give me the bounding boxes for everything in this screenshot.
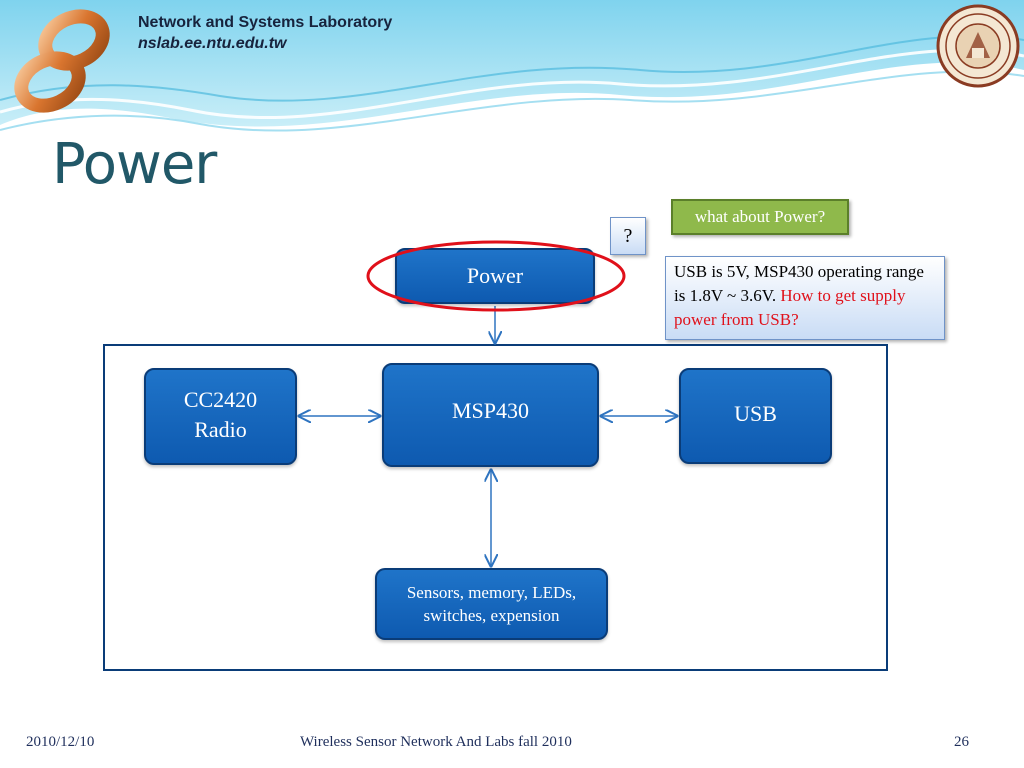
usb-note-question: How to get supply power from USB?: [674, 286, 906, 329]
power-highlight-ellipse: [366, 240, 626, 312]
msp430-block: MSP430: [382, 363, 599, 467]
cc2420-radio-block: CC2420 Radio: [144, 368, 297, 465]
nslab-infinity-logo-icon: [14, 9, 110, 113]
footer-page-number: 26: [954, 734, 969, 750]
system-board-frame: [103, 344, 888, 671]
footer-course-title: Wireless Sensor Network And Labs fall 20…: [300, 734, 572, 750]
lab-name: Network and Systems Laboratory: [138, 14, 393, 31]
usb-block-label: USB: [734, 401, 777, 426]
slide-title: Power: [52, 132, 217, 197]
usb-block: USB: [679, 368, 832, 464]
power-block: Power: [395, 248, 595, 304]
footer-date: 2010/12/10: [26, 734, 95, 750]
sensors-block-label: Sensors, memory, LEDs, switches, expensi…: [406, 583, 577, 625]
sensors-block: Sensors, memory, LEDs, switches, expensi…: [375, 568, 608, 640]
ntu-seal-icon: [936, 4, 1020, 88]
lab-url: nslab.ee.ntu.edu.tw: [138, 35, 287, 52]
question-callout: ?: [610, 217, 646, 255]
cc2420-block-label: CC2420 Radio: [183, 386, 258, 442]
usb-voltage-note: USB is 5V, MSP430 operating range is 1.8…: [665, 256, 945, 340]
power-block-label: Power: [466, 263, 524, 288]
what-about-power-callout: what about Power?: [671, 199, 849, 235]
usb-note-text: USB is 5V, MSP430 operating range is 1.8…: [674, 262, 924, 305]
msp430-block-label: MSP430: [451, 398, 530, 423]
header-background: [0, 0, 1024, 132]
